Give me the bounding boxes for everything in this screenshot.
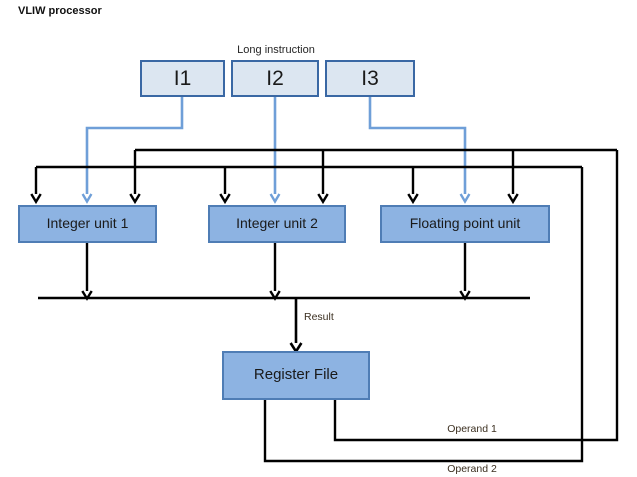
long-instruction-caption: Long instruction: [237, 44, 315, 56]
unit-output-wires: [81, 243, 471, 301]
instruction-slot-i2[interactable]: I2: [231, 60, 319, 97]
wire-i2-to-integer-unit-2: [269, 97, 281, 204]
wire-operand1-feedback: [333, 150, 619, 442]
functional-unit-floating-point-unit[interactable]: Floating point unit: [380, 205, 550, 243]
diagram-title: VLIW processor: [18, 5, 102, 17]
wire-i3-to-floating-point-unit: [368, 97, 471, 204]
wire-operand2-feedback: [263, 167, 584, 463]
wire-label-result: Result: [304, 311, 334, 323]
wire-result-to-register-file: [289, 298, 303, 354]
wire-i1-to-integer-unit-1: [81, 97, 184, 204]
functional-unit-integer-unit-1[interactable]: Integer unit 1: [18, 205, 157, 243]
instruction-slot-i3[interactable]: I3: [325, 60, 415, 97]
operand1-distribution-bus: [129, 148, 617, 205]
instruction-slot-i1[interactable]: I1: [140, 60, 225, 97]
register-file-box[interactable]: Register File: [222, 351, 370, 400]
functional-unit-integer-unit-2[interactable]: Integer unit 2: [208, 205, 346, 243]
operand2-distribution-bus: [30, 165, 582, 205]
wire-label-operand-1: Operand 1: [447, 423, 497, 435]
wire-label-operand-2: Operand 2: [447, 463, 497, 475]
